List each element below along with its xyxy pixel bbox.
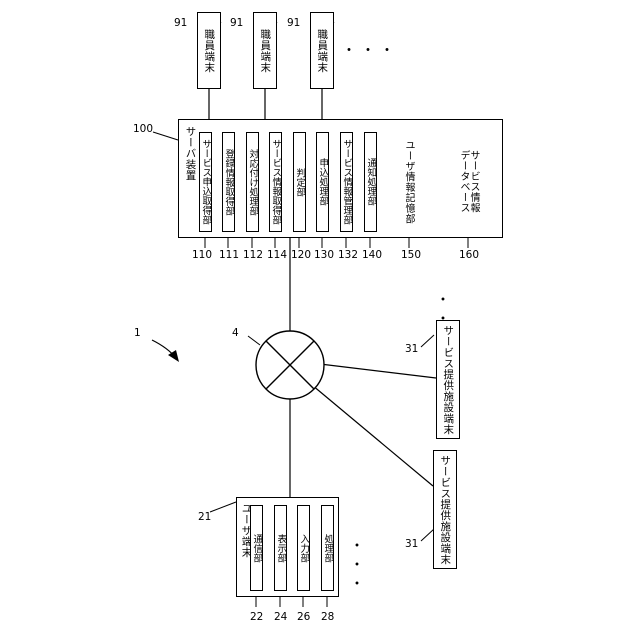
server-unit: 申込処理部 [316, 132, 329, 232]
server-unit: 対応付け処理部 [246, 132, 259, 232]
user-terminal-ref: 21 [198, 512, 211, 523]
server-unit: サービス情報取得部 [269, 132, 282, 232]
facility-terminal: サービス提供施設端末 [433, 450, 457, 569]
server-unit: 判定部 [293, 132, 306, 232]
unit-ref: 110 [192, 250, 212, 261]
unit-ref: 130 [314, 250, 334, 261]
facility-terminal-ref: 31 [405, 539, 418, 550]
facility-terminal: サービス提供施設端末 [436, 320, 460, 439]
unit-ref: 111 [219, 250, 239, 261]
unit-ref: 132 [338, 250, 358, 261]
user-terminal-unit: 通信部 [250, 505, 263, 591]
user-terminal-ellipsis: ・・・ [346, 538, 366, 595]
unit-ref: 22 [250, 612, 263, 623]
server-unit: サービス申込取得部 [199, 132, 212, 232]
server-ref: 100 [133, 124, 153, 135]
unit-ref: 140 [362, 250, 382, 261]
staff-terminal: 職員端末 [310, 12, 334, 89]
staff-terminal-ref: 91 [287, 18, 300, 29]
staff-terminal-label: 職員端末 [317, 29, 328, 73]
staff-terminal: 職員端末 [197, 12, 221, 89]
unit-ref: 112 [243, 250, 263, 261]
server-unit: 登録情報取得部 [222, 132, 235, 232]
system-ref: 1 [134, 328, 141, 339]
server-unit: サービス情報管理部 [340, 132, 353, 232]
unit-ref: 28 [321, 612, 334, 623]
server-unit: 通知処理部 [364, 132, 377, 232]
facility-terminal-ref: 31 [405, 344, 418, 355]
staff-terminal-label: 職員端末 [204, 29, 215, 73]
user-terminal-unit: 表示部 [274, 505, 287, 591]
staff-terminal: 職員端末 [253, 12, 277, 89]
service-db-label: サービス情報 データベース [458, 150, 478, 213]
storage-ref: 150 [401, 250, 421, 261]
unit-ref: 120 [291, 250, 311, 261]
unit-ref: 114 [267, 250, 287, 261]
storage-ref: 160 [459, 250, 479, 261]
unit-ref: 26 [297, 612, 310, 623]
server-title: サーバ装置 [185, 126, 196, 181]
network-ref: 4 [232, 328, 239, 339]
staff-terminal-ellipsis: ・・・ [342, 40, 399, 60]
staff-terminal-label: 職員端末 [260, 29, 271, 73]
user-info-storage-label: ユーザ情報記憶部 [403, 140, 413, 224]
user-terminal-unit: 処理部 [321, 505, 334, 591]
staff-terminal-ref: 91 [174, 18, 187, 29]
staff-terminal-ref: 91 [230, 18, 243, 29]
user-terminal-unit: 入力部 [297, 505, 310, 591]
unit-ref: 24 [274, 612, 287, 623]
